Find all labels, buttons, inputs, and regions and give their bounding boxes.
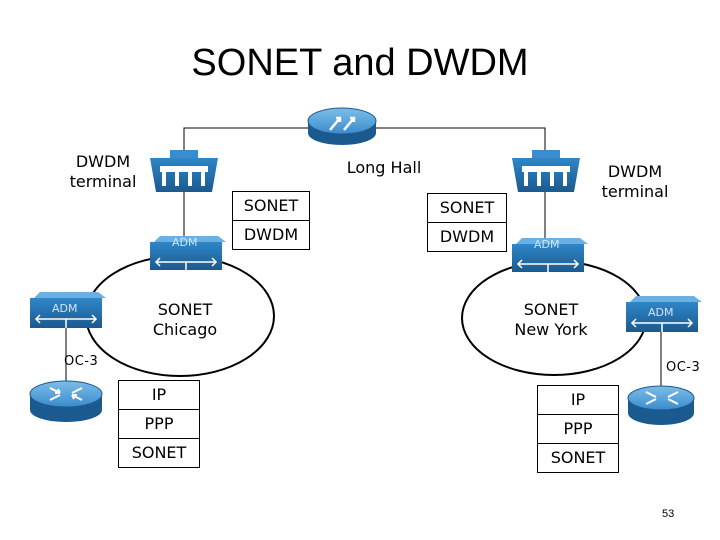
right-dwdm-terminal-label: DWDM terminal bbox=[601, 162, 669, 201]
right-layer-dwdm: DWDM bbox=[427, 222, 507, 252]
left-layer-dwdm: DWDM bbox=[232, 220, 310, 250]
right-protocol-ip: IP bbox=[537, 385, 619, 414]
left-dwdm-terminal-icon bbox=[150, 150, 218, 192]
right-ring-adm-icon bbox=[512, 238, 588, 272]
left-layer-stack: SONET DWDM bbox=[232, 191, 310, 250]
sonet-chicago-label: SONET Chicago bbox=[152, 300, 218, 339]
right-dwdm-terminal-icon bbox=[512, 150, 580, 192]
left-layer-sonet: SONET bbox=[232, 191, 310, 220]
left-protocol-stack: IP PPP SONET bbox=[118, 380, 200, 468]
left-dwdm-terminal-label: DWDM terminal bbox=[69, 152, 137, 191]
right-ring-adm-label: ADM bbox=[534, 238, 560, 251]
left-side-adm-icon bbox=[30, 292, 106, 328]
right-protocol-stack: IP PPP SONET bbox=[537, 385, 619, 473]
left-router-icon bbox=[29, 380, 103, 422]
long-haul-label: Long Hall bbox=[346, 158, 422, 177]
sonet-new-york-label: SONET New York bbox=[514, 300, 588, 339]
left-oc3-label: OC-3 bbox=[64, 354, 99, 369]
right-layer-stack: SONET DWDM bbox=[427, 193, 507, 252]
page-number: 53 bbox=[662, 508, 675, 520]
right-oc3-label: OC-3 bbox=[666, 360, 701, 375]
right-protocol-sonet: SONET bbox=[537, 443, 619, 473]
left-protocol-sonet: SONET bbox=[118, 438, 200, 468]
left-ring-adm-icon bbox=[150, 236, 226, 270]
long-haul-device-icon bbox=[307, 107, 377, 145]
right-protocol-ppp: PPP bbox=[537, 414, 619, 443]
left-protocol-ip: IP bbox=[118, 380, 200, 409]
right-router-icon bbox=[627, 385, 695, 425]
left-protocol-ppp: PPP bbox=[118, 409, 200, 438]
left-side-adm-label: ADM bbox=[52, 302, 78, 315]
right-side-adm-icon bbox=[626, 296, 702, 332]
diagram-title: SONET and DWDM bbox=[191, 42, 529, 84]
right-layer-sonet: SONET bbox=[427, 193, 507, 222]
left-ring-adm-label: ADM bbox=[172, 236, 198, 249]
right-side-adm-label: ADM bbox=[648, 306, 674, 319]
